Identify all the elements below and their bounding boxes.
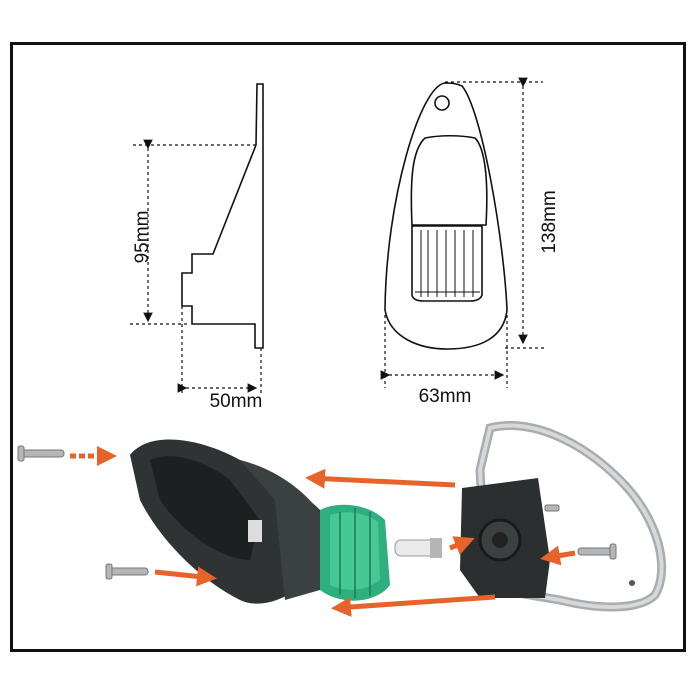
screws bbox=[17, 445, 617, 580]
bulb-socket bbox=[460, 478, 550, 598]
dimension-label-138mm: 138mm bbox=[539, 190, 560, 253]
dimension-138mm bbox=[445, 77, 545, 349]
green-lens bbox=[320, 504, 390, 601]
bulb bbox=[394, 538, 442, 558]
dimension-label-63mm: 63mm bbox=[419, 386, 472, 407]
dimension-label-95mm: 95mm bbox=[132, 211, 153, 264]
side-profile-drawing bbox=[181, 83, 264, 349]
light-housing bbox=[130, 439, 325, 604]
dimension-label-50mm: 50mm bbox=[210, 391, 263, 412]
dimension-63mm bbox=[380, 315, 508, 388]
mounting-gasket bbox=[475, 421, 666, 612]
assembly-arrows bbox=[70, 446, 576, 617]
front-view-drawing bbox=[384, 82, 508, 350]
dimension-50mm bbox=[177, 306, 262, 396]
diagram-frame bbox=[10, 42, 686, 652]
dimension-95mm bbox=[130, 139, 256, 325]
